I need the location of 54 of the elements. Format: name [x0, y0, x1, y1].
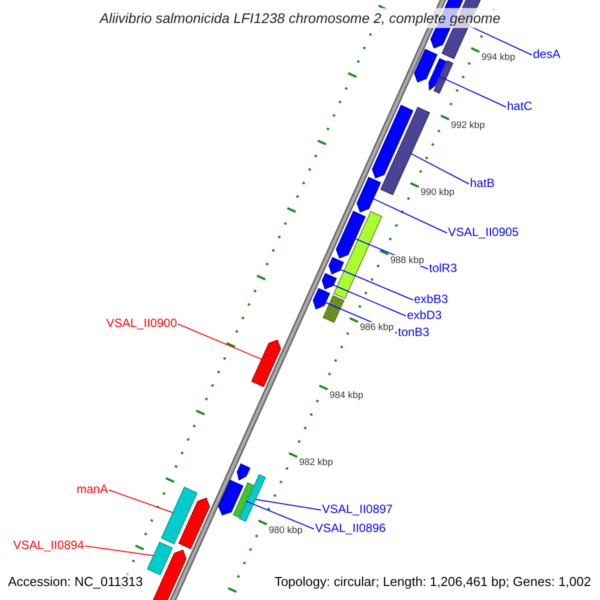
- gene-label: tolR3: [429, 261, 458, 275]
- scale-label: 990 kbp: [420, 187, 456, 198]
- footer-text: Topology: circular; Length: 1,206,461 bp; Genes: 1,002: [274, 574, 591, 590]
- gene-block: [312, 288, 330, 310]
- scale-label: 988 kbp: [389, 254, 425, 266]
- gene-label: desA: [533, 47, 560, 61]
- gene-block: [322, 272, 337, 290]
- gene-label: VSAL_II0897: [322, 502, 393, 516]
- scale-label: 986 kbp: [358, 322, 395, 333]
- gene-block: [251, 339, 282, 388]
- gene-block: [333, 210, 382, 300]
- footer-text: Accession: NC_011313: [8, 574, 143, 590]
- leader-line: [108, 490, 174, 514]
- leader-line: [410, 153, 470, 184]
- gene-block: [322, 294, 345, 324]
- gene-label: exbD3: [407, 308, 442, 322]
- gene-block: [336, 210, 366, 259]
- leader-line: [178, 324, 262, 360]
- gene-label: exbB3: [414, 292, 448, 306]
- leader-line: [255, 498, 322, 510]
- gene-block: [356, 176, 382, 213]
- gene-block: [236, 463, 250, 481]
- scale-label: 984 kbp: [328, 390, 364, 400]
- leader-line: [372, 198, 448, 234]
- gene-label: VSAL_II0900: [106, 316, 177, 330]
- gene-label: hatB: [470, 176, 495, 190]
- gene-block: [232, 482, 254, 518]
- gene-block: [238, 474, 266, 522]
- gene-block: [178, 497, 210, 550]
- gene-label: VSAL_II0896: [315, 521, 386, 535]
- gene-block: [372, 104, 414, 179]
- leader-line: [246, 500, 314, 530]
- gene-block: [428, 58, 447, 91]
- gene-label: hatC: [507, 99, 532, 113]
- gene-block: [433, 60, 454, 94]
- scale-label: 992 kbp: [450, 120, 486, 130]
- gene-block: [218, 480, 244, 516]
- gene-label: manA: [76, 482, 108, 496]
- gene-label: VSAL_II0905: [448, 225, 519, 239]
- scale-label: 982 kbp: [298, 457, 334, 468]
- gene-block: [146, 542, 173, 576]
- leader-line: [340, 269, 414, 300]
- gene-label: tonB3: [398, 325, 430, 339]
- gene-block: [414, 48, 438, 83]
- gene-block: [152, 549, 187, 600]
- title: Aliivibrio salmonicida LFI1238 chromosome 2, complete genome: [100, 8, 500, 28]
- gene-label: VSAL_II0894: [13, 538, 84, 552]
- leader-line: [332, 284, 406, 316]
- leader-line: [438, 76, 506, 108]
- gene-block: [328, 256, 344, 275]
- scale-label: 980 kbp: [268, 524, 304, 536]
- leader-line: [84, 546, 154, 556]
- gene-block: [160, 486, 198, 544]
- scale-label: 994 kbp: [480, 52, 516, 63]
